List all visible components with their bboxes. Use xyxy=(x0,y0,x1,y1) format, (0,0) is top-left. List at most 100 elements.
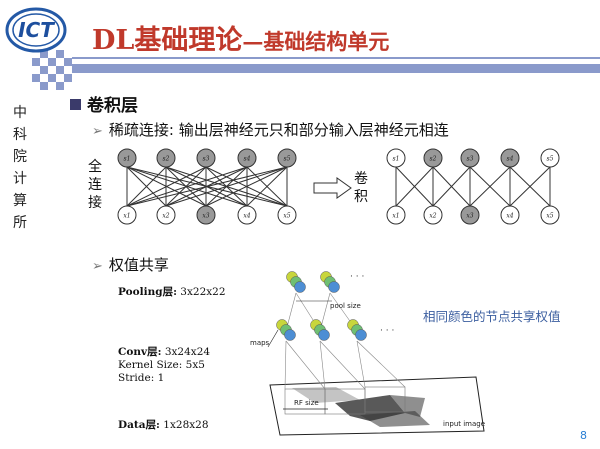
rf-size-label: RF size xyxy=(294,399,319,407)
sparse-top-node xyxy=(460,148,480,168)
sparse-bottom-node-label: x3 xyxy=(466,213,473,220)
sparse-top-node xyxy=(386,148,406,168)
sparse-bottom-node-label: x2 xyxy=(429,213,436,220)
full-connection-edge xyxy=(126,166,167,207)
full-bottom-node xyxy=(196,205,216,225)
sparse-bottom-node xyxy=(460,205,480,225)
pooling-layer-value: 3x22x22 xyxy=(180,286,226,298)
sparse-top-node-label: s3 xyxy=(467,156,474,163)
conv-kernel-size: Kernel Size: 5x5 xyxy=(118,359,205,371)
subpoint-weight-sharing-text: 权值共享 xyxy=(108,256,169,274)
subpoint-sparse: ➢ 稀疏连接: 输出层神经元只和部分输入层神经元相连 xyxy=(92,119,449,140)
full-top-node-label: s5 xyxy=(284,156,291,163)
full-connection-edge xyxy=(126,166,248,207)
full-connection-edge xyxy=(205,166,288,207)
full-connection-edge xyxy=(126,166,288,207)
pooling-layer-name: Pooling层: xyxy=(118,286,177,298)
pool-size-label: pool size xyxy=(330,302,361,310)
full-connection-char-0: 全 xyxy=(88,159,102,175)
full-connection-edge xyxy=(126,166,207,207)
calligraphy-char-0: 中 xyxy=(13,105,27,121)
maps-label: maps xyxy=(250,339,270,347)
logo-text: ICT xyxy=(18,18,55,42)
data-layer-name: Data层: xyxy=(118,419,160,431)
full-top-node-label: s1 xyxy=(124,156,131,163)
sparse-bottom-node xyxy=(386,205,406,225)
calligraphy-char-1: 科 xyxy=(13,127,27,143)
sparse-bottom-node-label: x4 xyxy=(506,213,513,220)
shared-weight-note: 相同颜色的节点共享权值 xyxy=(423,309,561,324)
bullet-conv-layer: 卷积层 xyxy=(70,91,138,116)
sparse-bottom-node xyxy=(500,205,520,225)
header-decoration xyxy=(32,50,600,90)
conv-stride: Stride: 1 xyxy=(118,372,165,384)
full-connection-label: 全连接 xyxy=(87,158,103,212)
full-top-node xyxy=(196,148,216,168)
full-bottom-node-label: x4 xyxy=(243,213,250,220)
sparse-bottom-node xyxy=(423,205,443,225)
sparse-top-node-label: s2 xyxy=(430,156,437,163)
full-top-node xyxy=(277,148,297,168)
full-top-node-label: s3 xyxy=(203,156,210,163)
arrow-bullet-icon: ➢ xyxy=(92,259,103,274)
transform-arrow-icon xyxy=(313,177,352,199)
full-bottom-node xyxy=(237,205,257,225)
input-image-label: input image xyxy=(443,420,485,428)
full-top-node-label: s4 xyxy=(244,156,251,163)
calligraphy-char-4: 算 xyxy=(13,193,27,209)
full-top-node xyxy=(117,148,137,168)
pooling-layer-desc: Pooling层: 3x22x22 xyxy=(118,284,226,299)
full-connection-char-2: 接 xyxy=(88,195,102,211)
sparse-connection-edge xyxy=(432,166,471,207)
calligraphy-char-2: 院 xyxy=(13,149,27,165)
sparse-bottom-node xyxy=(540,205,560,225)
full-bottom-node-label: x1 xyxy=(123,213,130,220)
conv-label: 卷积 xyxy=(353,170,369,206)
ellipsis-top: · · · xyxy=(350,272,364,282)
pool-neuron-stacks xyxy=(286,271,340,293)
bullet-text: 卷积层 xyxy=(87,96,138,116)
conv-layer-desc: Conv层: 3x24x24 Kernel Size: 5x5 Stride: … xyxy=(118,346,210,385)
full-bottom-node xyxy=(117,205,137,225)
ict-logo: ICT xyxy=(4,6,68,58)
sparse-connection-edge xyxy=(469,166,511,207)
sparse-top-node xyxy=(500,148,520,168)
sparse-top-node xyxy=(423,148,443,168)
sparse-top-node xyxy=(540,148,560,168)
sparse-top-node-label: s5 xyxy=(547,156,554,163)
ellipsis-mid: · · · xyxy=(380,326,394,336)
full-connection-edge xyxy=(246,166,288,207)
slide-title: DL基础理论—基础结构单元 xyxy=(92,18,389,57)
sparse-bottom-node-label: x1 xyxy=(392,213,399,220)
sparse-top-node-label: s1 xyxy=(393,156,400,163)
data-layer-desc: Data层: 1x28x28 xyxy=(118,417,209,432)
title-main: DL基础理论 xyxy=(92,25,243,56)
conv-char-0: 卷 xyxy=(354,171,368,187)
full-bottom-node-label: x3 xyxy=(202,213,209,220)
conv-layer-name: Conv层: xyxy=(118,346,162,358)
data-layer-value: 1x28x28 xyxy=(163,419,209,431)
calligraphy-char-3: 计 xyxy=(13,171,27,187)
full-bottom-node-label: x5 xyxy=(283,213,290,220)
conv-char-1: 积 xyxy=(354,189,368,205)
conv-neuron-stacks xyxy=(276,319,367,341)
cnn-illustration: RF size input image maps pool size · · ·… xyxy=(250,271,485,436)
side-calligraphy: 中科院计算所 xyxy=(10,102,30,234)
arrow-bullet-icon: ➢ xyxy=(92,124,103,139)
sparse-bottom-node-label: x5 xyxy=(546,213,553,220)
full-bottom-node xyxy=(156,205,176,225)
conv-layer-value: 3x24x24 xyxy=(164,346,211,358)
full-top-node xyxy=(156,148,176,168)
subpoint-sparse-text: 稀疏连接: 输出层神经元只和部分输入层神经元相连 xyxy=(108,121,449,139)
sparse-top-node-label: s4 xyxy=(507,156,514,163)
page-number: 8 xyxy=(580,429,587,442)
full-connection-edge xyxy=(165,166,288,207)
title-sub: —基础结构单元 xyxy=(242,29,390,54)
full-top-node xyxy=(237,148,257,168)
full-connection-char-1: 连 xyxy=(88,177,102,193)
subpoint-weight-sharing: ➢ 权值共享 xyxy=(92,254,169,275)
full-top-node-label: s2 xyxy=(163,156,170,163)
full-bottom-node xyxy=(277,205,297,225)
sparse-connection-edge xyxy=(395,166,434,207)
